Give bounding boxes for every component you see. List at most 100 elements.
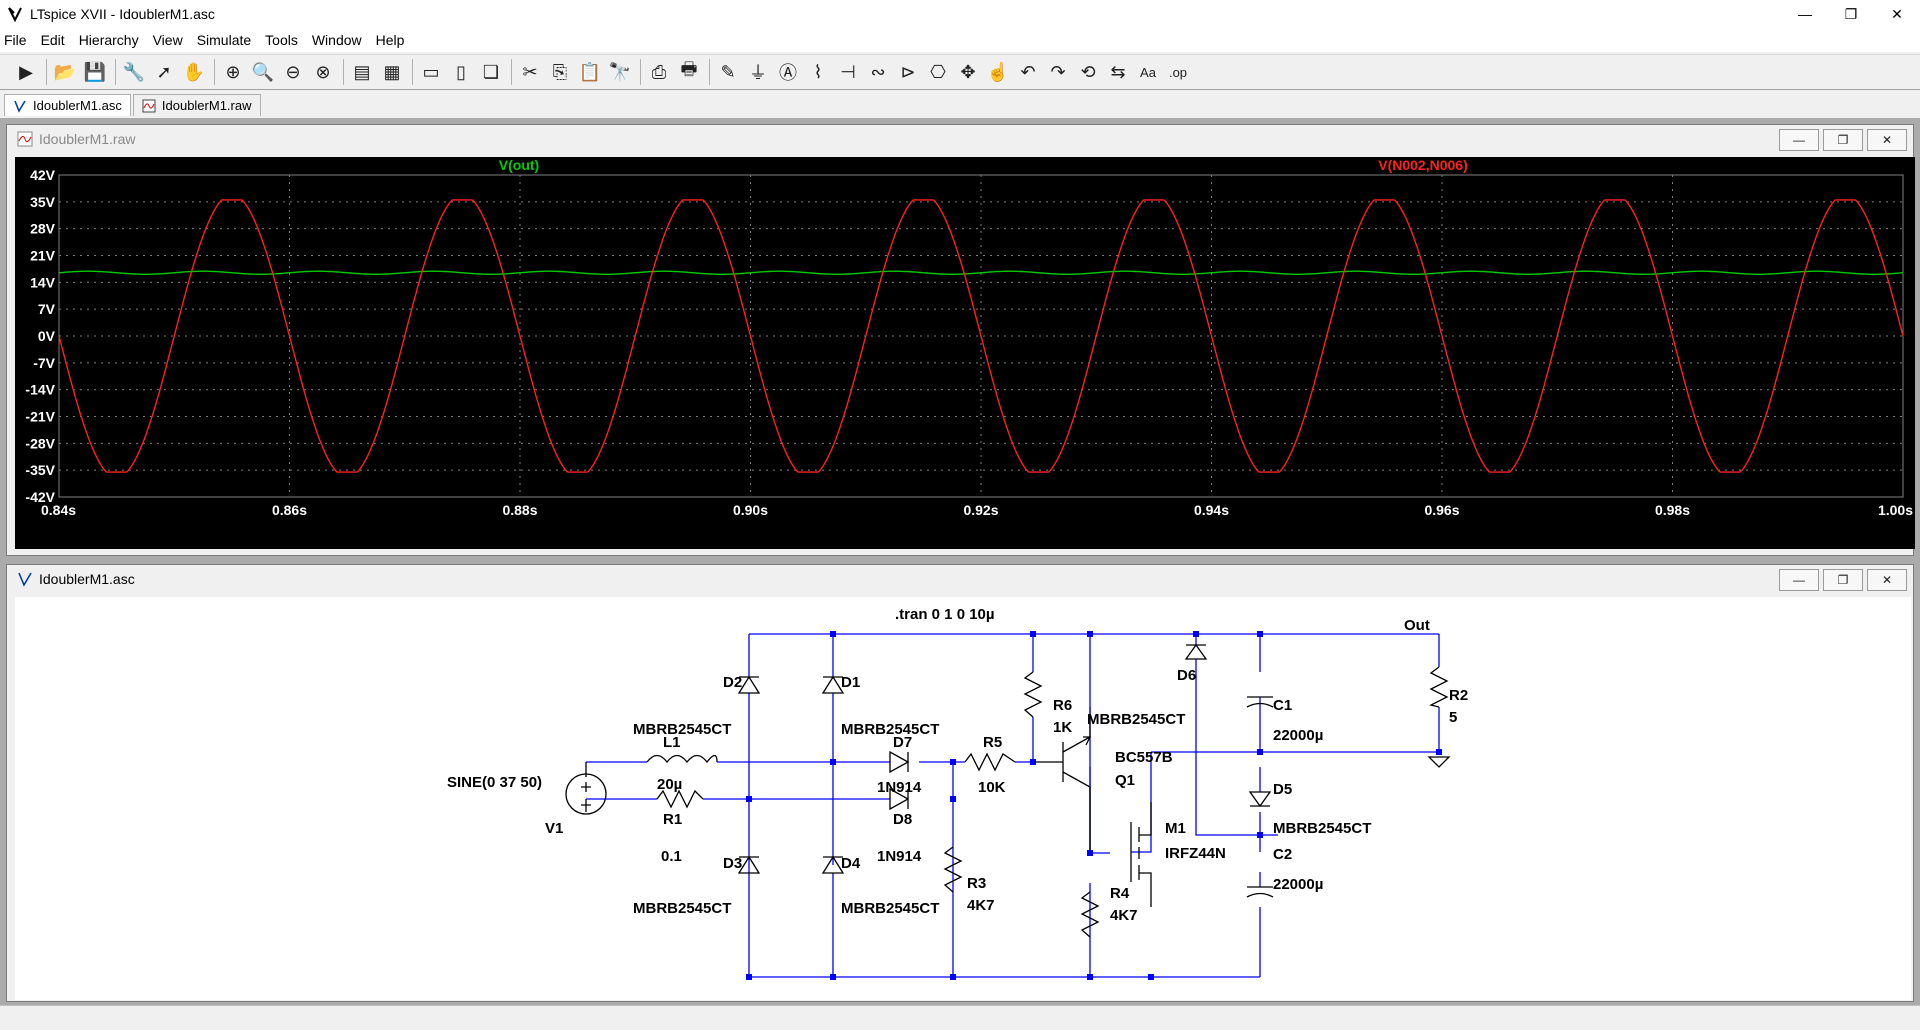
d6-name[interactable]: D6 [1177, 667, 1196, 684]
menu-tools[interactable]: Tools [265, 32, 298, 48]
menu-view[interactable]: View [152, 32, 183, 48]
d5-value[interactable]: MBRB2545CT [1273, 820, 1371, 837]
mirror-icon[interactable]: ⇆ [1110, 61, 1126, 82]
menu-hierarchy[interactable]: Hierarchy [78, 32, 139, 48]
r5-value[interactable]: 10K [978, 779, 1006, 796]
capacitor-icon[interactable]: ⊣ [840, 61, 856, 82]
menu-simulate[interactable]: Simulate [196, 32, 252, 48]
run-pointer-icon[interactable]: ➚ [156, 61, 172, 82]
q1-value[interactable]: BC557B [1115, 749, 1173, 766]
diode-icon[interactable]: ⊳ [900, 61, 916, 82]
move-icon[interactable]: ✥ [960, 61, 976, 82]
d5-name[interactable]: D5 [1273, 781, 1292, 798]
zoom-area-icon[interactable]: 🔍 [251, 61, 275, 82]
d3-value[interactable]: MBRB2545CT [633, 900, 731, 917]
save-icon[interactable]: 💾 [83, 61, 107, 82]
v1-value[interactable]: SINE(0 37 50) [447, 774, 542, 791]
c2-name[interactable]: C2 [1273, 846, 1292, 863]
d7-name[interactable]: D7 [893, 734, 912, 751]
d3-name[interactable]: D3 [723, 855, 742, 872]
r3-name[interactable]: R3 [967, 875, 986, 892]
c2-value[interactable]: 22000µ [1273, 876, 1323, 893]
child-close-button[interactable]: ✕ [1867, 129, 1907, 151]
d7-value[interactable]: 1N914 [877, 779, 922, 796]
resistor-icon[interactable]: ⌇ [813, 61, 823, 82]
autorange-icon[interactable]: ▤ [353, 61, 371, 82]
drag-icon[interactable]: ☝ [986, 61, 1010, 82]
close-button[interactable]: ✕ [1891, 5, 1903, 22]
redo-icon[interactable]: ↷ [1050, 61, 1066, 82]
d1-value[interactable]: MBRB2545CT [841, 721, 939, 738]
r2-value[interactable]: 5 [1449, 709, 1457, 726]
r6-name[interactable]: R6 [1053, 697, 1072, 714]
text-icon[interactable]: Aa [1140, 64, 1156, 80]
zoom-out-icon[interactable]: ⊖ [285, 61, 301, 82]
print-setup-icon[interactable]: 🖶 [680, 59, 698, 79]
control-panel-icon[interactable]: 🔧 [122, 61, 146, 82]
c1-value[interactable]: 22000µ [1273, 727, 1323, 744]
tab-schematic[interactable]: IdoublerM1.asc [4, 94, 131, 116]
waveform-chart[interactable]: 42V35V28V21V14V7V0V-7V-14V-21V-28V-35V-4… [15, 157, 1915, 549]
menu-help[interactable]: Help [375, 32, 405, 48]
d1-name[interactable]: D1 [841, 674, 860, 691]
component-icon[interactable]: ⎔ [930, 61, 946, 82]
maximize-button[interactable]: ❐ [1844, 5, 1858, 22]
m1-name[interactable]: M1 [1165, 820, 1186, 837]
r1-name[interactable]: R1 [663, 811, 682, 828]
draw-wire-icon[interactable]: ✎ [720, 61, 736, 82]
r1-value[interactable]: 0.1 [661, 848, 682, 865]
zoom-fit-icon[interactable]: ⊗ [315, 61, 331, 82]
run-icon[interactable]: ▶ [19, 61, 33, 82]
child-minimize-button[interactable]: — [1779, 129, 1819, 151]
l1-name[interactable]: L1 [663, 734, 681, 751]
d2-value[interactable]: MBRB2545CT [633, 721, 731, 738]
r3-value[interactable]: 4K7 [967, 897, 995, 914]
paste-icon[interactable]: 📋 [578, 61, 602, 82]
minimize-button[interactable]: — [1798, 6, 1812, 22]
d8-name[interactable]: D8 [893, 811, 912, 828]
r4-name[interactable]: R4 [1110, 885, 1130, 902]
menu-file[interactable]: File [4, 32, 27, 48]
child-restore-button[interactable]: ❐ [1823, 129, 1863, 151]
m1-value[interactable]: IRFZ44N [1165, 845, 1226, 862]
net-label-out[interactable]: Out [1404, 617, 1430, 634]
ground-icon[interactable]: ⏚ [749, 63, 767, 83]
l1-value[interactable]: 20µ [657, 776, 682, 793]
cut-icon[interactable]: ✂ [522, 61, 538, 82]
d2-name[interactable]: D2 [723, 674, 742, 691]
tile-v-icon[interactable]: ▯ [456, 61, 466, 82]
d4-name[interactable]: D4 [841, 855, 861, 872]
spice-directive-icon[interactable]: .op [1168, 64, 1188, 80]
grid-icon[interactable]: ▦ [383, 61, 401, 82]
waveform-window-titlebar[interactable]: IdoublerM1.raw — ❐ ✕ [7, 125, 1913, 153]
label-net-icon[interactable]: Ⓐ [779, 63, 797, 83]
r6-value[interactable]: 1K [1053, 719, 1072, 736]
rotate-icon[interactable]: ⟲ [1080, 61, 1096, 82]
open-icon[interactable]: 📂 [53, 61, 77, 82]
pan-hand-icon[interactable]: ✋ [182, 61, 206, 82]
tab-waveform[interactable]: IdoublerM1.raw [132, 94, 261, 116]
zoom-in-icon[interactable]: ⊕ [225, 61, 241, 82]
tile-h-icon[interactable]: ▭ [422, 61, 440, 82]
find-icon[interactable]: 🔭 [608, 61, 632, 82]
spice-directive[interactable]: .tran 0 1 0 10µ [895, 606, 995, 623]
d4-value[interactable]: MBRB2545CT [841, 900, 939, 917]
schematic-drawing[interactable]: .tran 0 1 0 10µ Out SINE(0 37 50) V1 L1 … [15, 597, 1911, 1000]
r4-value[interactable]: 4K7 [1110, 907, 1138, 924]
inductor-icon[interactable]: ∾ [870, 61, 886, 82]
schematic-window-titlebar[interactable]: IdoublerM1.asc — ❐ ✕ [7, 565, 1913, 593]
schematic-canvas[interactable]: .tran 0 1 0 10µ Out SINE(0 37 50) V1 L1 … [15, 597, 1911, 1000]
d6-value[interactable]: MBRB2545CT [1087, 711, 1185, 728]
print-icon[interactable]: ⎙ [651, 61, 667, 82]
cascade-icon[interactable]: ❏ [482, 61, 500, 82]
child-minimize-button[interactable]: — [1779, 569, 1819, 591]
v1-name[interactable]: V1 [545, 820, 563, 837]
menu-edit[interactable]: Edit [40, 32, 65, 48]
r2-name[interactable]: R2 [1449, 687, 1468, 704]
child-restore-button[interactable]: ❐ [1823, 569, 1863, 591]
c1-name[interactable]: C1 [1273, 697, 1292, 714]
menu-window[interactable]: Window [311, 32, 362, 48]
q1-name[interactable]: Q1 [1115, 772, 1135, 789]
child-close-button[interactable]: ✕ [1867, 569, 1907, 591]
